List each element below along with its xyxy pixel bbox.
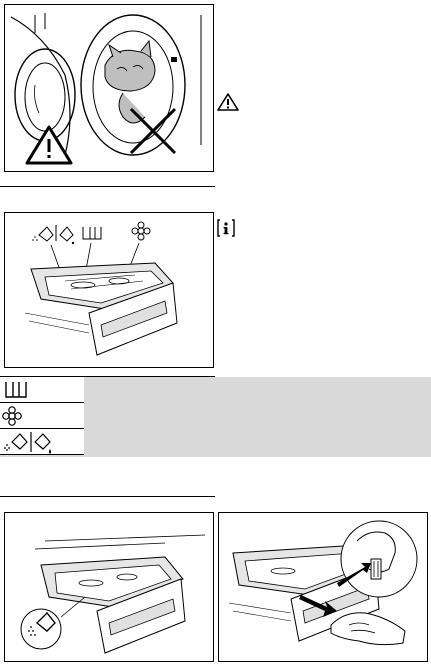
pet-warning-illustration	[4, 4, 214, 172]
prewash-powder-liquid-icon	[0, 429, 84, 455]
warning-triangle-icon	[216, 92, 240, 112]
prewash-icon	[32, 225, 74, 244]
powder-icon	[21, 609, 61, 649]
info-icon	[216, 218, 236, 238]
section-divider	[0, 186, 215, 187]
main-wash-icon	[83, 227, 101, 239]
main-wash-icon	[0, 377, 84, 403]
warning-triangle-icon	[27, 127, 71, 163]
dispenser-illustration	[4, 212, 214, 368]
softener-icon	[132, 222, 150, 240]
powder-pouring-illustration	[4, 512, 214, 662]
legend-row-prewash	[0, 429, 84, 455]
section-divider	[0, 496, 215, 497]
remove-drawer-illustration	[218, 512, 428, 662]
legend-row-softener	[0, 403, 84, 429]
cross-icon	[131, 109, 175, 153]
legend-row-main-wash	[0, 377, 84, 403]
softener-icon	[0, 403, 84, 429]
